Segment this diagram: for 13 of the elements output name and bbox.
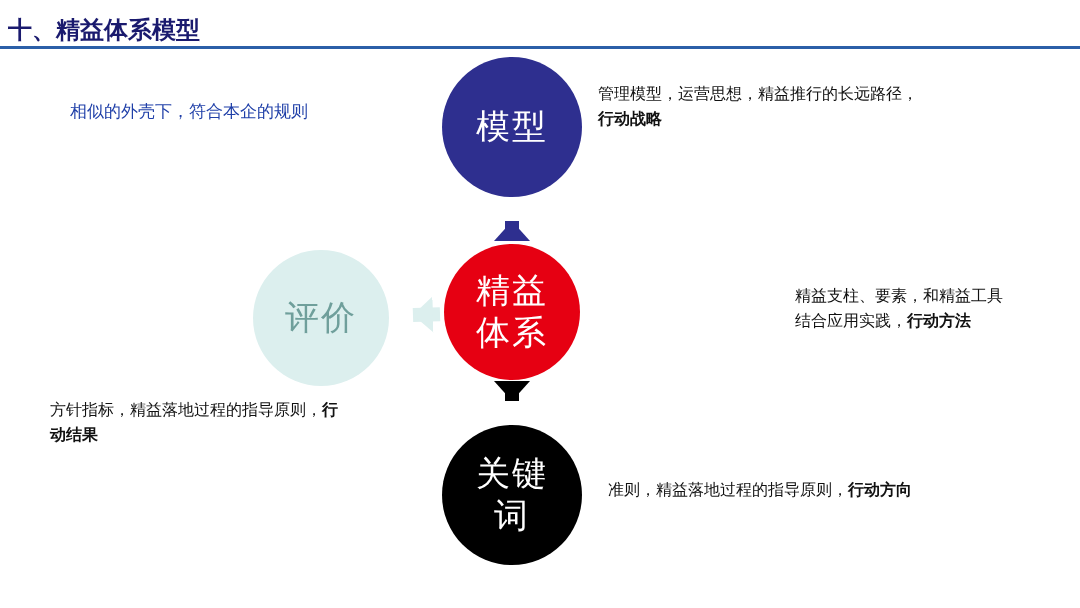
node-label: 模型 xyxy=(476,106,548,147)
node-label: 关键词 xyxy=(475,453,549,536)
note-text: 相似的外壳下，符合本企的规则 xyxy=(70,101,308,123)
description-text: 准则，精益落地过程的指导原则，行动方向 xyxy=(608,480,913,500)
note-text: 精益支柱、要素，和精益工具结合应用实践，行动方法 xyxy=(795,286,1004,331)
description-text: 方针指标，精益落地过程的指导原则，行动结果 xyxy=(50,400,339,445)
block-arrow xyxy=(494,221,530,241)
description-text: 管理模型，运营思想，精益推行的长远路径，行动战略 xyxy=(598,84,918,129)
node-label: 评价 xyxy=(285,297,357,338)
slide-title: 十、精益体系模型 xyxy=(8,15,200,45)
block-arrow xyxy=(494,381,530,401)
block-arrow xyxy=(412,296,441,333)
node-label: 精益体系 xyxy=(475,270,549,353)
